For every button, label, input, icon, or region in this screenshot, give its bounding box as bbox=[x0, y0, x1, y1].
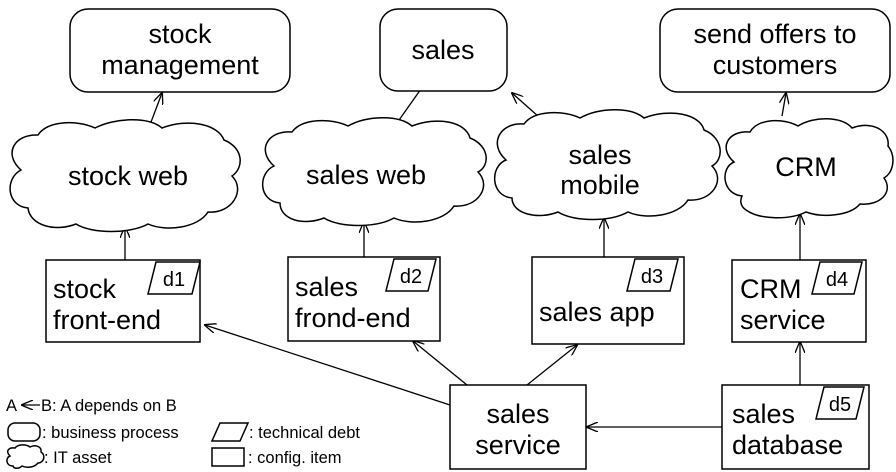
technical-debt-d5: d5 bbox=[815, 386, 865, 420]
label-line: mobile bbox=[560, 170, 640, 200]
legend-business-process-shape bbox=[7, 422, 41, 442]
label-line: sales bbox=[486, 399, 549, 429]
arrow-crm-to-sendoffers bbox=[782, 93, 786, 117]
label-line: sales web bbox=[306, 160, 426, 190]
label-line: sales bbox=[568, 140, 631, 170]
legend-config-item-shape bbox=[211, 447, 245, 467]
label-line: CRM bbox=[775, 152, 837, 182]
legend-technical-debt: : technical debt bbox=[210, 422, 360, 442]
asset-label: sales web bbox=[306, 160, 426, 190]
arrow-salesservice-to-salesfrondend bbox=[413, 341, 468, 386]
it-asset-stock-web: stock web bbox=[9, 119, 241, 233]
label-line: front-end bbox=[53, 305, 161, 335]
asset-label: stock web bbox=[68, 161, 188, 191]
label-line: CRM bbox=[740, 274, 802, 304]
label-line: stock web bbox=[68, 161, 188, 191]
legend: A B: A depends on B : business process :… bbox=[6, 397, 360, 469]
label-line: sales bbox=[411, 35, 474, 65]
asset-label: CRM bbox=[775, 152, 837, 182]
label-line: send offers to bbox=[693, 19, 856, 49]
legend-dependency-text: B: A depends on B bbox=[41, 397, 177, 415]
technical-debt-d3: d3 bbox=[626, 258, 679, 292]
label-line: management bbox=[101, 50, 259, 80]
legend-technical-debt-shape bbox=[210, 422, 250, 442]
config-item-label: sales app bbox=[539, 297, 655, 327]
label-line: customers bbox=[713, 50, 838, 80]
legend-business-process-text: : business process bbox=[42, 424, 179, 442]
debt-label: d2 bbox=[400, 266, 422, 288]
technical-debt-d2: d2 bbox=[385, 258, 437, 292]
arrow-salesservice-to-stockfrontend bbox=[205, 325, 451, 406]
label-line: sales bbox=[295, 272, 358, 302]
legend-technical-debt-text: : technical debt bbox=[249, 424, 360, 442]
legend-business-process: : business process bbox=[7, 422, 179, 442]
debt-label: d1 bbox=[163, 269, 185, 291]
legend-dependency-a: A bbox=[6, 397, 17, 415]
debt-label: d4 bbox=[826, 269, 848, 291]
label-line: stock bbox=[53, 274, 117, 304]
legend-dependency: A B: A depends on B bbox=[6, 397, 177, 415]
label-line: frond-end bbox=[295, 303, 411, 333]
legend-config-item-text: : config. item bbox=[248, 449, 342, 467]
legend-it-asset-shape bbox=[6, 444, 45, 469]
process-label: sales bbox=[411, 35, 474, 65]
label-line: stock bbox=[148, 19, 212, 49]
label-line: sales app bbox=[539, 297, 655, 327]
label-line: service bbox=[740, 305, 826, 335]
business-process-sales: sales bbox=[379, 8, 508, 92]
debt-label: d3 bbox=[641, 266, 663, 288]
legend-it-asset: : IT asset bbox=[6, 444, 112, 469]
label-line: sales bbox=[732, 399, 795, 429]
arrow-salesservice-to-salesapp bbox=[526, 345, 577, 386]
config-item-sales-app: sales app d3 bbox=[531, 256, 685, 345]
label-line: database bbox=[732, 430, 843, 460]
legend-config-item: : config. item bbox=[211, 447, 342, 467]
it-asset-crm: CRM bbox=[724, 118, 894, 219]
technical-debt-d1: d1 bbox=[147, 261, 201, 295]
legend-it-asset-text: : IT asset bbox=[44, 449, 112, 467]
it-asset-sales-web: sales web bbox=[261, 117, 487, 227]
label-line: service bbox=[475, 430, 561, 460]
debt-label: d5 bbox=[829, 394, 851, 416]
technical-debt-d4: d4 bbox=[811, 261, 863, 295]
